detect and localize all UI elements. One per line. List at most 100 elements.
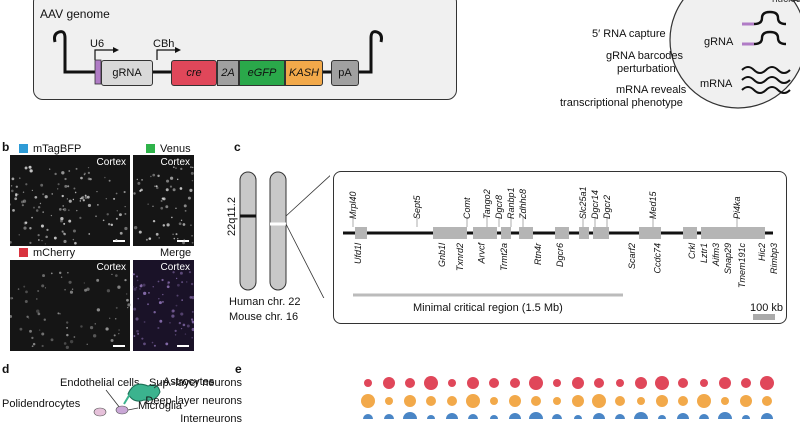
expression-dot	[697, 394, 711, 408]
cell-speck	[36, 309, 40, 313]
mcherry-label: mCherry	[33, 247, 76, 259]
expression-dot	[468, 414, 478, 419]
cell-speck	[37, 312, 41, 316]
cell-speck	[182, 223, 186, 226]
cell-speck	[96, 191, 98, 193]
cell-speck	[94, 323, 96, 325]
cell-speck	[96, 278, 100, 282]
expression-dot	[553, 397, 561, 405]
cell-speck	[127, 306, 129, 309]
row-label-deep: Deep-layer neurons	[145, 395, 242, 407]
expression-dot	[490, 397, 498, 405]
gene-label-top: Mrpl40	[348, 191, 358, 219]
expression-dot	[655, 376, 669, 390]
cell-speck	[137, 181, 141, 185]
cell-speck	[110, 223, 114, 227]
cell-speck	[178, 222, 182, 226]
cell-speck	[155, 232, 159, 236]
cell-speck	[124, 278, 127, 282]
cell-speck	[111, 273, 113, 276]
cell-speck	[76, 209, 78, 212]
micrograph-venus	[133, 155, 194, 246]
cell-speck	[12, 209, 15, 212]
expression-dot	[700, 379, 708, 387]
expression-dot	[658, 415, 666, 419]
cell-speck	[61, 171, 65, 175]
cell-speck	[19, 327, 23, 331]
u6-label: U6	[90, 38, 105, 50]
cell-speck	[92, 334, 97, 338]
cell-speck	[37, 289, 40, 292]
cell-speck	[74, 191, 77, 194]
mrna-wave-3	[741, 86, 791, 94]
cell-speck	[63, 208, 67, 212]
cell-speck	[66, 333, 69, 337]
expression-dot	[742, 415, 750, 419]
cell-speck	[24, 300, 28, 303]
cell-speck	[153, 311, 156, 314]
cell-speck	[21, 204, 24, 207]
gene-block	[683, 227, 697, 239]
micrograph-region: Cortex	[96, 157, 126, 168]
cell-speck	[87, 203, 92, 208]
cell-speck	[136, 329, 139, 333]
cell-speck	[117, 285, 121, 289]
cell-speck	[66, 326, 68, 329]
cell-speck	[89, 326, 94, 330]
gene-block	[753, 227, 765, 239]
gene-label-top: Comt	[462, 197, 472, 219]
mcherry-swatch	[19, 248, 28, 257]
cell-speck	[174, 329, 177, 333]
cell-speck	[175, 277, 178, 280]
gene-map-box	[333, 171, 787, 324]
cell-speck	[171, 216, 173, 219]
cell-speck	[29, 169, 33, 173]
gene-label-bottom: Crkl	[687, 243, 697, 259]
expression-dot	[699, 414, 709, 419]
left-itr	[53, 30, 73, 74]
cell-speck	[69, 290, 74, 294]
cell-speck	[23, 285, 26, 288]
expression-dot	[741, 378, 751, 388]
expression-dot	[616, 379, 624, 387]
cell-speck	[176, 294, 179, 297]
expression-dot	[405, 378, 415, 388]
egfp-element: eGFP	[239, 60, 285, 86]
cell-speck	[124, 226, 128, 231]
cell-speck	[63, 222, 66, 225]
gene-block	[701, 227, 715, 239]
expression-dot	[490, 415, 498, 419]
expression-dot	[426, 396, 436, 406]
cell-speck	[88, 233, 91, 235]
cell-speck	[171, 314, 175, 318]
mouse-chromosome	[269, 171, 287, 291]
cell-speck	[72, 229, 76, 233]
gene-label-top: Dgcr14	[590, 189, 600, 219]
cell-speck	[180, 219, 183, 222]
mtagbfp-label: mTagBFP	[33, 143, 82, 155]
cell-speck	[153, 344, 156, 347]
cell-speck	[63, 342, 67, 345]
perturbation-text: perturbation	[617, 63, 676, 75]
cell-speck	[140, 283, 143, 286]
expression-dot	[719, 377, 731, 389]
merge-label: Merge	[160, 247, 192, 259]
cell-speck	[188, 271, 192, 274]
panel-b-letter: b	[2, 140, 10, 154]
grna-squiggle-2	[753, 30, 787, 46]
cell-speck	[157, 326, 160, 330]
micrograph-region: Cortex	[160, 157, 190, 168]
cell-speck	[86, 195, 90, 199]
cell-speck	[118, 213, 122, 217]
right-itr	[363, 30, 383, 74]
cell-speck	[59, 312, 61, 315]
cell-speck	[49, 168, 51, 170]
cell-speck	[60, 276, 63, 278]
cell-speck	[113, 334, 116, 337]
cell-speck	[37, 239, 40, 241]
cell-speck	[50, 272, 53, 275]
cell-speck	[145, 238, 148, 241]
expression-dot	[510, 378, 520, 388]
cell-speck	[25, 290, 28, 294]
scale-label: 100 kb	[750, 302, 784, 314]
